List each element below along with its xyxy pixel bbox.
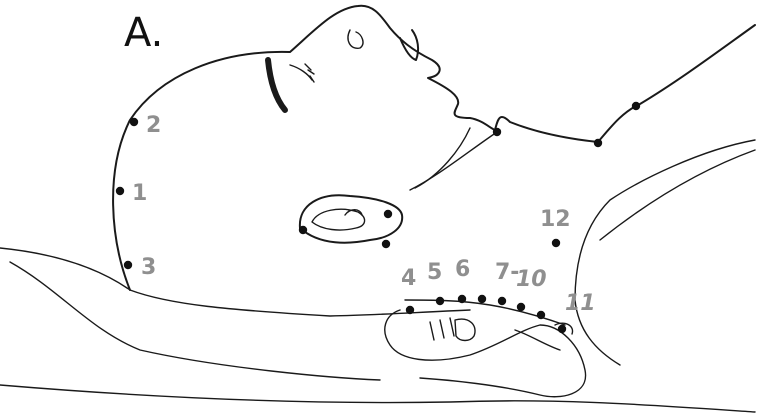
neck-front-line [598, 25, 755, 142]
ear-outer [300, 195, 402, 242]
shoulder-contour [575, 140, 755, 365]
point-label-12: 12 [540, 207, 571, 232]
point-11 [558, 325, 566, 333]
fingertip [455, 319, 475, 340]
point-9 [517, 303, 525, 311]
point-12 [552, 239, 560, 247]
shoulder-contour-2 [600, 150, 755, 240]
point-label-11: 11 [565, 291, 596, 316]
base-line [0, 385, 755, 412]
point-shoulder [632, 102, 640, 110]
hand [385, 310, 586, 397]
point-label-5: 5 [427, 260, 442, 285]
point-neck [594, 139, 602, 147]
neck-side-line [410, 130, 500, 190]
point-6 [458, 295, 466, 303]
point-ear-back [384, 210, 392, 218]
jaw-line [415, 128, 470, 188]
panel-label: A. [124, 10, 163, 56]
point-3 [124, 261, 132, 269]
point-label-1: 1 [132, 181, 147, 206]
point-jaw [493, 128, 501, 136]
ear-inner [312, 209, 365, 230]
pillow-bottom-line [10, 262, 380, 380]
point-7 [478, 295, 486, 303]
point-label-6: 6 [455, 257, 470, 282]
hand-fingers [430, 318, 454, 340]
wrist [515, 330, 560, 350]
point-label-3: 3 [141, 255, 156, 280]
point-label-4: 4 [401, 266, 416, 291]
point-ear-front [299, 226, 307, 234]
point-below-ear [382, 240, 390, 248]
point-4 [406, 306, 414, 314]
nostril [348, 30, 363, 48]
point-5 [436, 297, 444, 305]
point-8 [498, 297, 506, 305]
point-1 [116, 187, 124, 195]
eyebrow [268, 60, 285, 110]
point-label-10: 10 [516, 267, 547, 292]
point-2 [130, 118, 138, 126]
point-10 [537, 311, 545, 319]
point-label-2: 2 [146, 113, 161, 138]
